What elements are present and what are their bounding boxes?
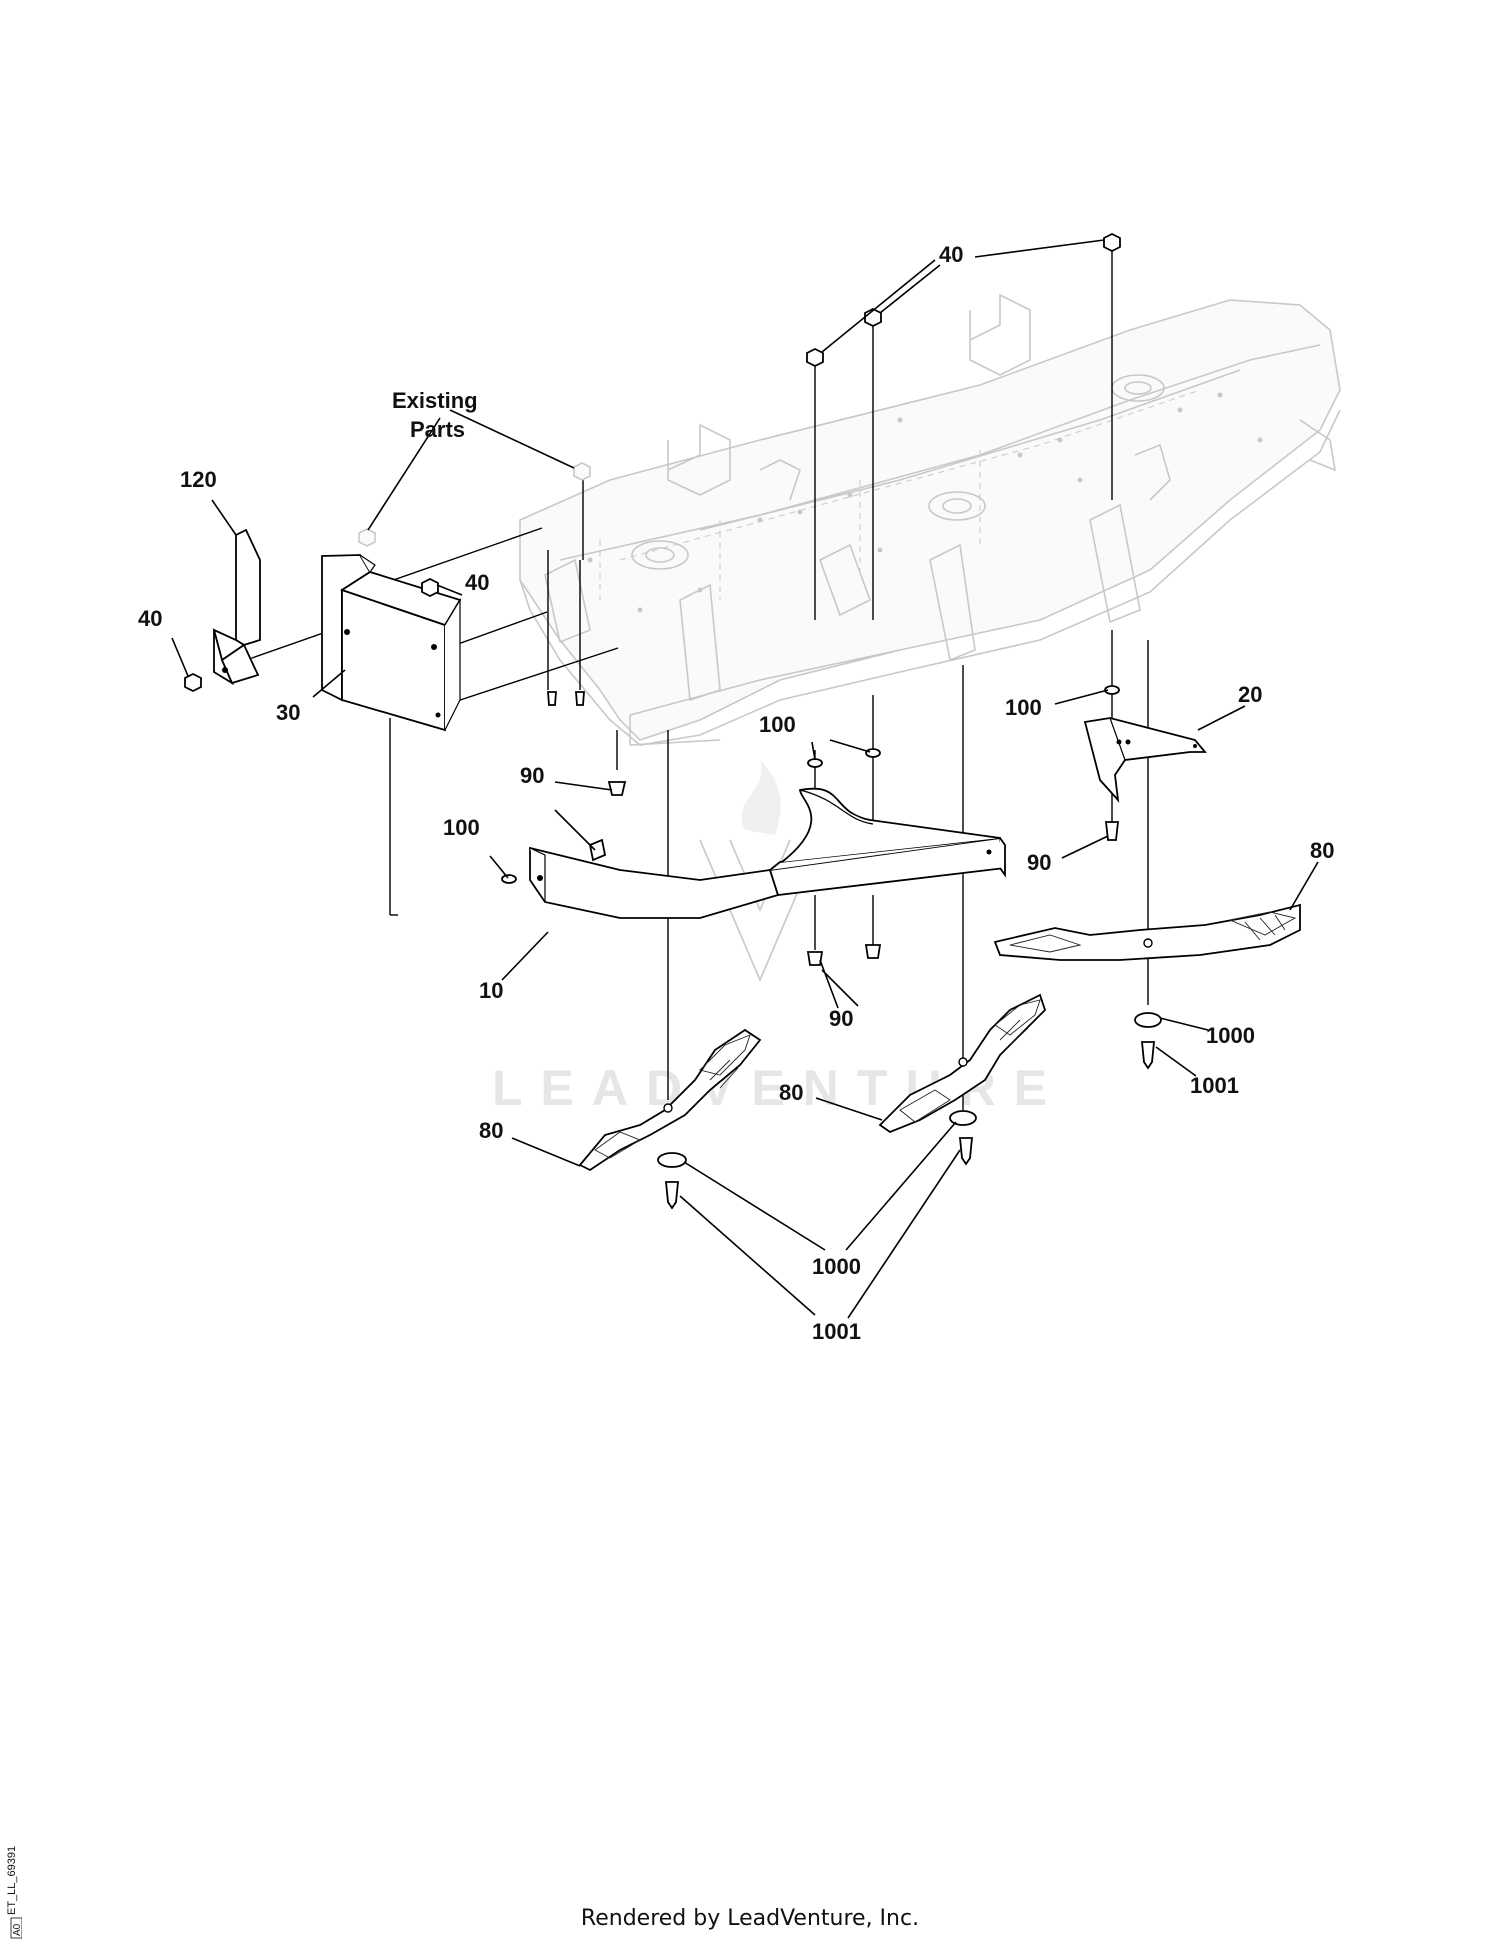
footer-credit: Rendered by LeadVenture, Inc. bbox=[580, 1906, 920, 1931]
callouts: 40 Existing Parts 120 40 40 30 90 100 10… bbox=[138, 242, 1334, 1344]
callout-80-right: 80 bbox=[1310, 838, 1334, 863]
part-30-baffle bbox=[321, 554, 462, 732]
part-10-baffle bbox=[529, 787, 1007, 919]
callout-100-b: 100 bbox=[759, 712, 796, 737]
drawing-id-text: ET_LL_69391 bbox=[6, 1846, 18, 1915]
callout-100-a: 100 bbox=[443, 815, 480, 840]
callout-40-top: 40 bbox=[939, 242, 963, 267]
callout-1001-bottom: 1001 bbox=[812, 1319, 861, 1344]
callout-90-a: 90 bbox=[520, 763, 544, 788]
callout-90-c: 90 bbox=[1027, 850, 1051, 875]
callout-existing-parts-line1: Existing bbox=[392, 388, 478, 413]
callout-1000-right: 1000 bbox=[1206, 1023, 1255, 1048]
blade-center bbox=[878, 993, 1047, 1134]
revision-text: A0 bbox=[12, 1923, 22, 1936]
callout-1001-right: 1001 bbox=[1190, 1073, 1239, 1098]
callout-100-c: 100 bbox=[1005, 695, 1042, 720]
hardware-fasteners bbox=[501, 685, 1162, 1210]
callout-10: 10 bbox=[479, 978, 503, 1003]
callout-80-center: 80 bbox=[779, 1080, 803, 1105]
callout-90-b: 90 bbox=[829, 1006, 853, 1031]
callout-40-left: 40 bbox=[138, 606, 162, 631]
callout-1000-bottom: 1000 bbox=[812, 1254, 861, 1279]
assembly-axes bbox=[231, 245, 1149, 1110]
blade-right bbox=[993, 903, 1301, 961]
callout-40-mid: 40 bbox=[465, 570, 489, 595]
part-120-bracket bbox=[212, 528, 261, 686]
part-20-baffle bbox=[1083, 717, 1207, 803]
callout-80-left: 80 bbox=[479, 1118, 503, 1143]
callout-20: 20 bbox=[1238, 682, 1262, 707]
leader-lines bbox=[171, 239, 1319, 1319]
drawing-id: ET_LL_69391 A0 bbox=[6, 1846, 22, 1939]
callout-120: 120 bbox=[180, 467, 217, 492]
callout-30: 30 bbox=[276, 700, 300, 725]
callout-existing-parts-line2: Parts bbox=[410, 417, 465, 442]
blade-left bbox=[578, 1028, 762, 1172]
mower-deck bbox=[519, 293, 1341, 746]
